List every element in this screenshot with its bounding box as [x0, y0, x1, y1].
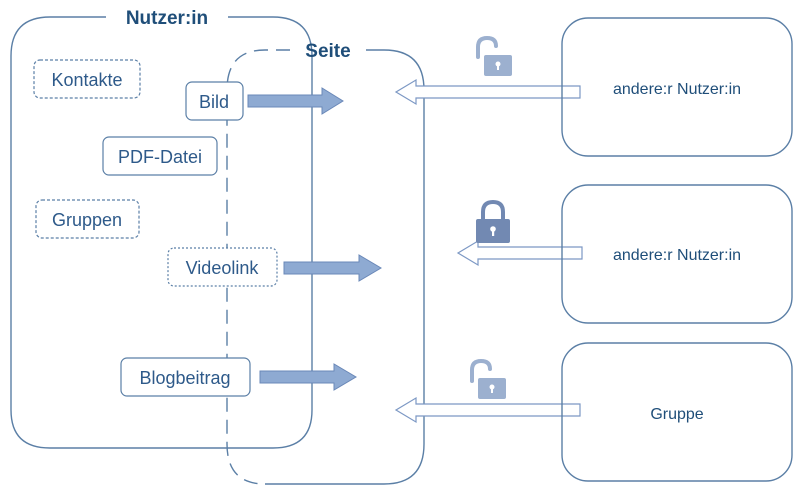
- arrow-user2-to-page: [456, 239, 583, 267]
- blogbeitrag-box[interactable]: [120, 357, 251, 397]
- user-container: [10, 16, 313, 449]
- page-container: [265, 49, 425, 485]
- gruppen-label: Gruppen: [52, 210, 122, 230]
- bild-box[interactable]: [185, 81, 244, 121]
- locked-padlock-icon: [476, 199, 510, 243]
- pdf-box[interactable]: [102, 136, 218, 176]
- videolink-label: Videolink: [186, 258, 260, 278]
- other-user-box-2[interactable]: [561, 184, 793, 324]
- other-user-box-1[interactable]: [561, 17, 793, 157]
- other-user-label-2: andere:r Nutzer:in: [613, 247, 741, 264]
- page-container-title: Seite: [305, 41, 350, 62]
- other-user-label-1: andere:r Nutzer:in: [613, 81, 741, 98]
- blogbeitrag-label: Blogbeitrag: [139, 368, 230, 388]
- arrow-user1-to-page: [394, 78, 581, 106]
- user-container-title: Nutzer:in: [126, 8, 208, 29]
- group-box[interactable]: [561, 342, 793, 482]
- bild-label: Bild: [199, 92, 229, 112]
- unlocked-padlock-icon: [476, 35, 512, 76]
- arrow-videolink-to-page: [283, 254, 382, 282]
- unlocked-padlock-icon: [470, 358, 506, 399]
- pdf-label: PDF-Datei: [118, 147, 202, 167]
- kontakte-box[interactable]: [33, 59, 141, 99]
- gruppen-box[interactable]: [35, 199, 140, 239]
- arrow-group-to-page: [394, 396, 581, 424]
- videolink-box[interactable]: [167, 247, 278, 287]
- arrow-blogbeitrag-to-page: [259, 363, 357, 391]
- arrow-bild-to-page: [247, 87, 344, 115]
- group-label: Gruppe: [650, 406, 703, 423]
- kontakte-label: Kontakte: [51, 70, 122, 90]
